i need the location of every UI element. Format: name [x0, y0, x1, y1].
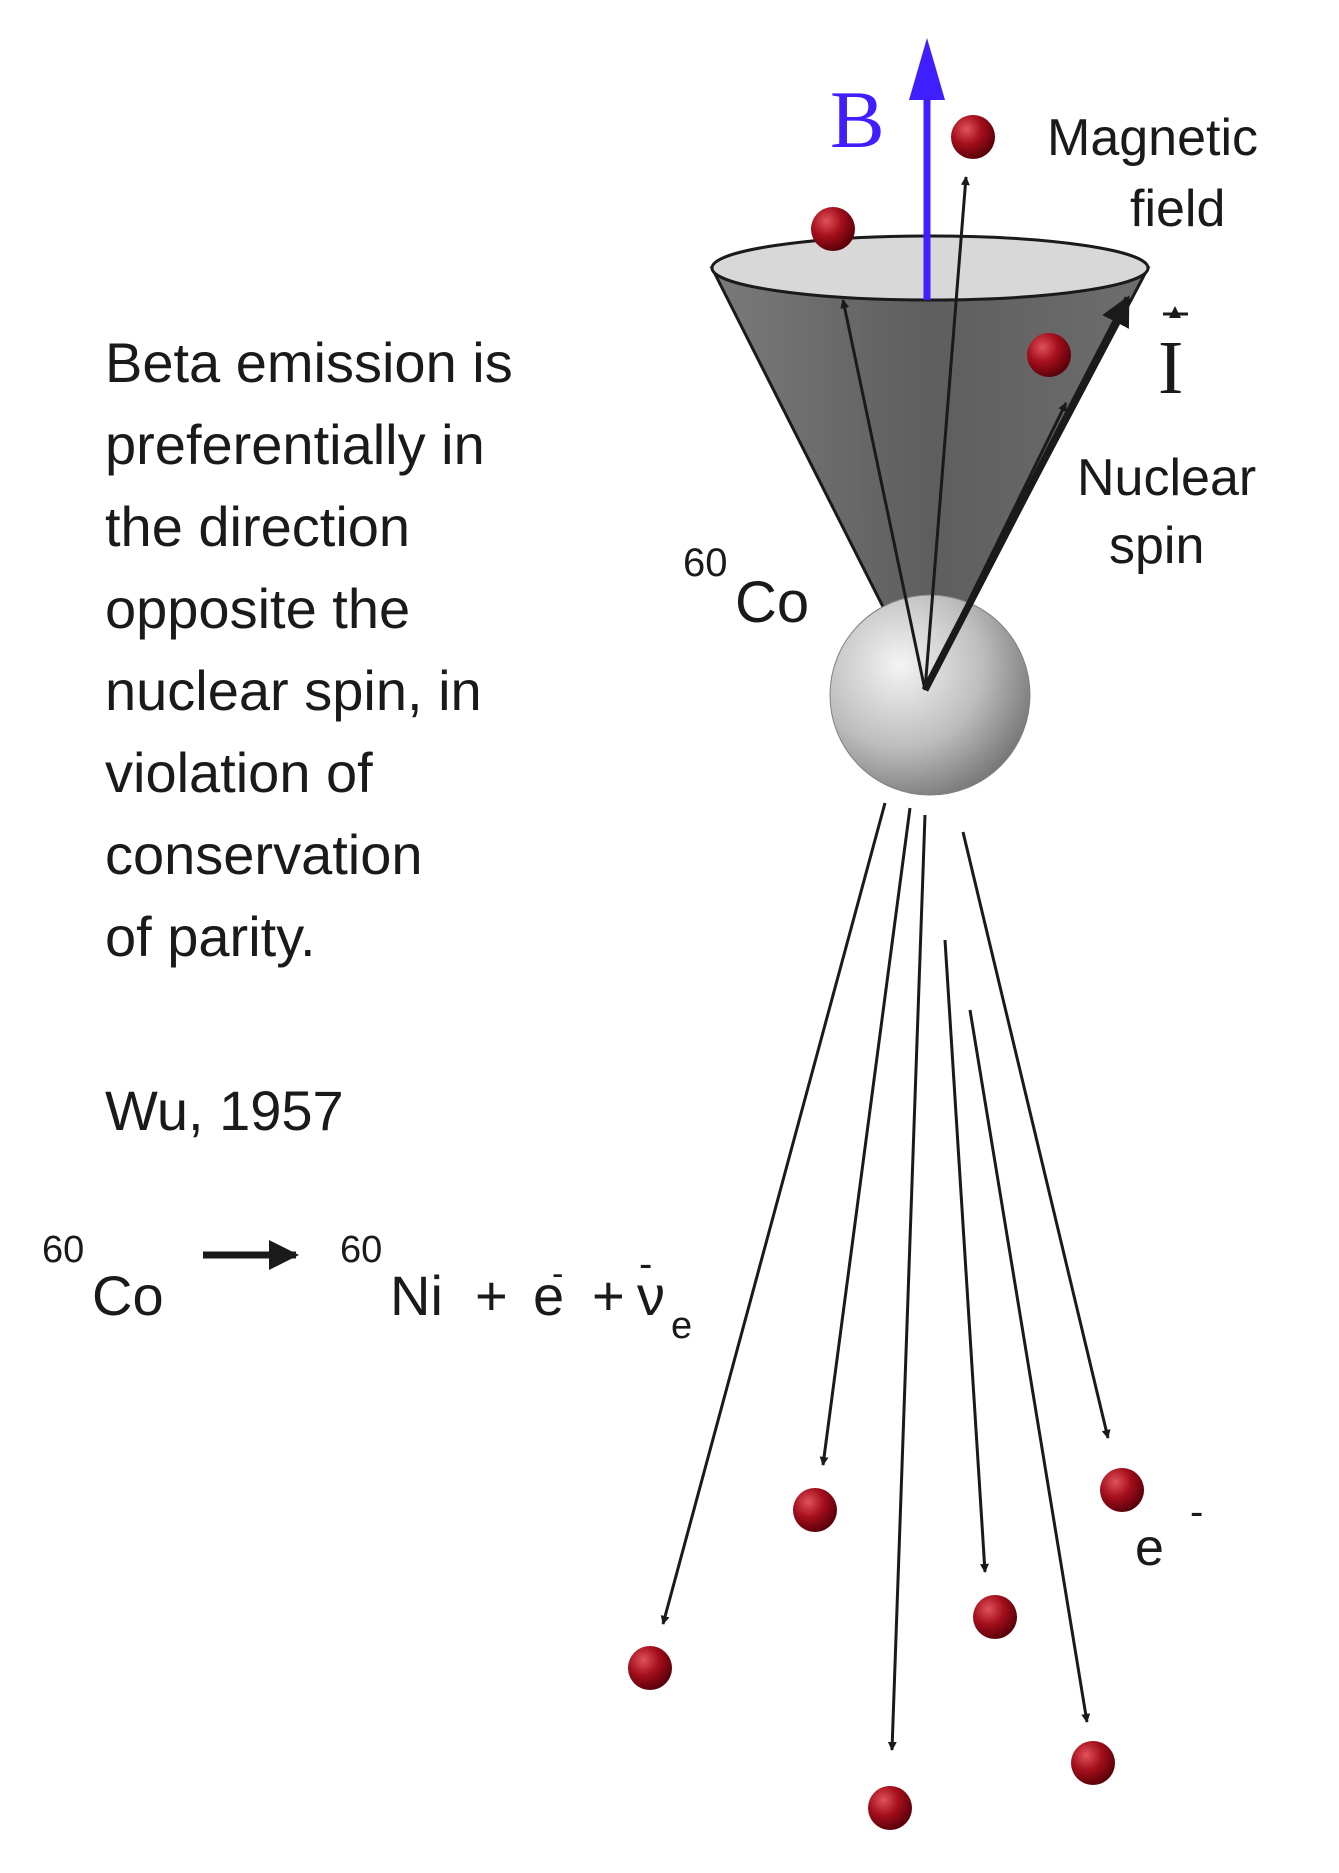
description-text: Beta emission is preferentially in the d… — [105, 331, 528, 968]
daughter-mass-number: 60 — [340, 1229, 382, 1271]
description-line: the direction — [105, 495, 410, 558]
spin-symbol: I — [1158, 306, 1188, 410]
magnetic-field-arrowhead — [909, 38, 945, 100]
plus-sign: + — [592, 1264, 625, 1327]
electron — [1027, 333, 1071, 377]
electron — [628, 1646, 672, 1690]
cobalt-nucleus — [829, 594, 1031, 796]
antineutrino-bar: - — [639, 1242, 652, 1286]
nucleus-element: Co — [735, 570, 809, 635]
emission-arrow — [961, 831, 1111, 1439]
emission-arrow — [660, 802, 887, 1625]
parent-mass-number: 60 — [42, 1229, 84, 1271]
field-label-line1: Magnetic — [1047, 109, 1258, 167]
spin-label-line1: Nuclear — [1077, 449, 1256, 507]
electron — [1071, 1741, 1115, 1785]
description-line: of parity. — [105, 905, 316, 968]
description-line: violation of — [105, 741, 373, 804]
electron — [973, 1595, 1017, 1639]
daughter-nucleus: Ni — [390, 1264, 443, 1327]
description-line: Beta emission is — [105, 331, 513, 394]
nucleus-mass-number: 60 — [683, 541, 728, 585]
electron — [793, 1488, 837, 1532]
electron — [951, 115, 995, 159]
electron-symbol: e — [533, 1264, 564, 1327]
antineutrino-subscript: e — [671, 1305, 692, 1347]
emission-arrows — [660, 802, 1111, 1751]
spin-symbol-letter: I — [1158, 326, 1183, 410]
spin-vector-arrow — [840, 299, 927, 691]
antineutrino-symbol: ν — [637, 1264, 665, 1327]
citation: Wu, 1957 — [105, 1079, 344, 1142]
emission-arrow — [887, 814, 927, 1751]
electron — [811, 207, 855, 251]
electron-charge: - — [552, 1255, 563, 1293]
electron-label: e — [1135, 1519, 1164, 1577]
spin-label-line2: spin — [1109, 517, 1204, 575]
emission-arrow — [943, 939, 989, 1573]
parent-nucleus: Co — [92, 1264, 164, 1327]
description-line: nuclear spin, in — [105, 659, 482, 722]
spin-vector-arrow — [923, 176, 970, 691]
spin-vector-bar-tip — [1169, 306, 1181, 318]
description-line: opposite the — [105, 577, 410, 640]
field-label-line2: field — [1130, 180, 1225, 238]
nuclear-spin-arrow — [921, 295, 1132, 692]
electron-label-charge: - — [1190, 1490, 1203, 1534]
description-line: conservation — [105, 823, 423, 886]
electron — [1100, 1468, 1144, 1512]
electron — [868, 1786, 912, 1830]
field-symbol: B — [830, 74, 885, 165]
emission-arrow — [819, 807, 912, 1466]
emission-arrow — [968, 1009, 1091, 1723]
description-line: preferentially in — [105, 413, 485, 476]
plus-sign: + — [475, 1264, 508, 1327]
decay-equation: 60 Co 60 Ni + e - + - ν e — [42, 1229, 692, 1347]
